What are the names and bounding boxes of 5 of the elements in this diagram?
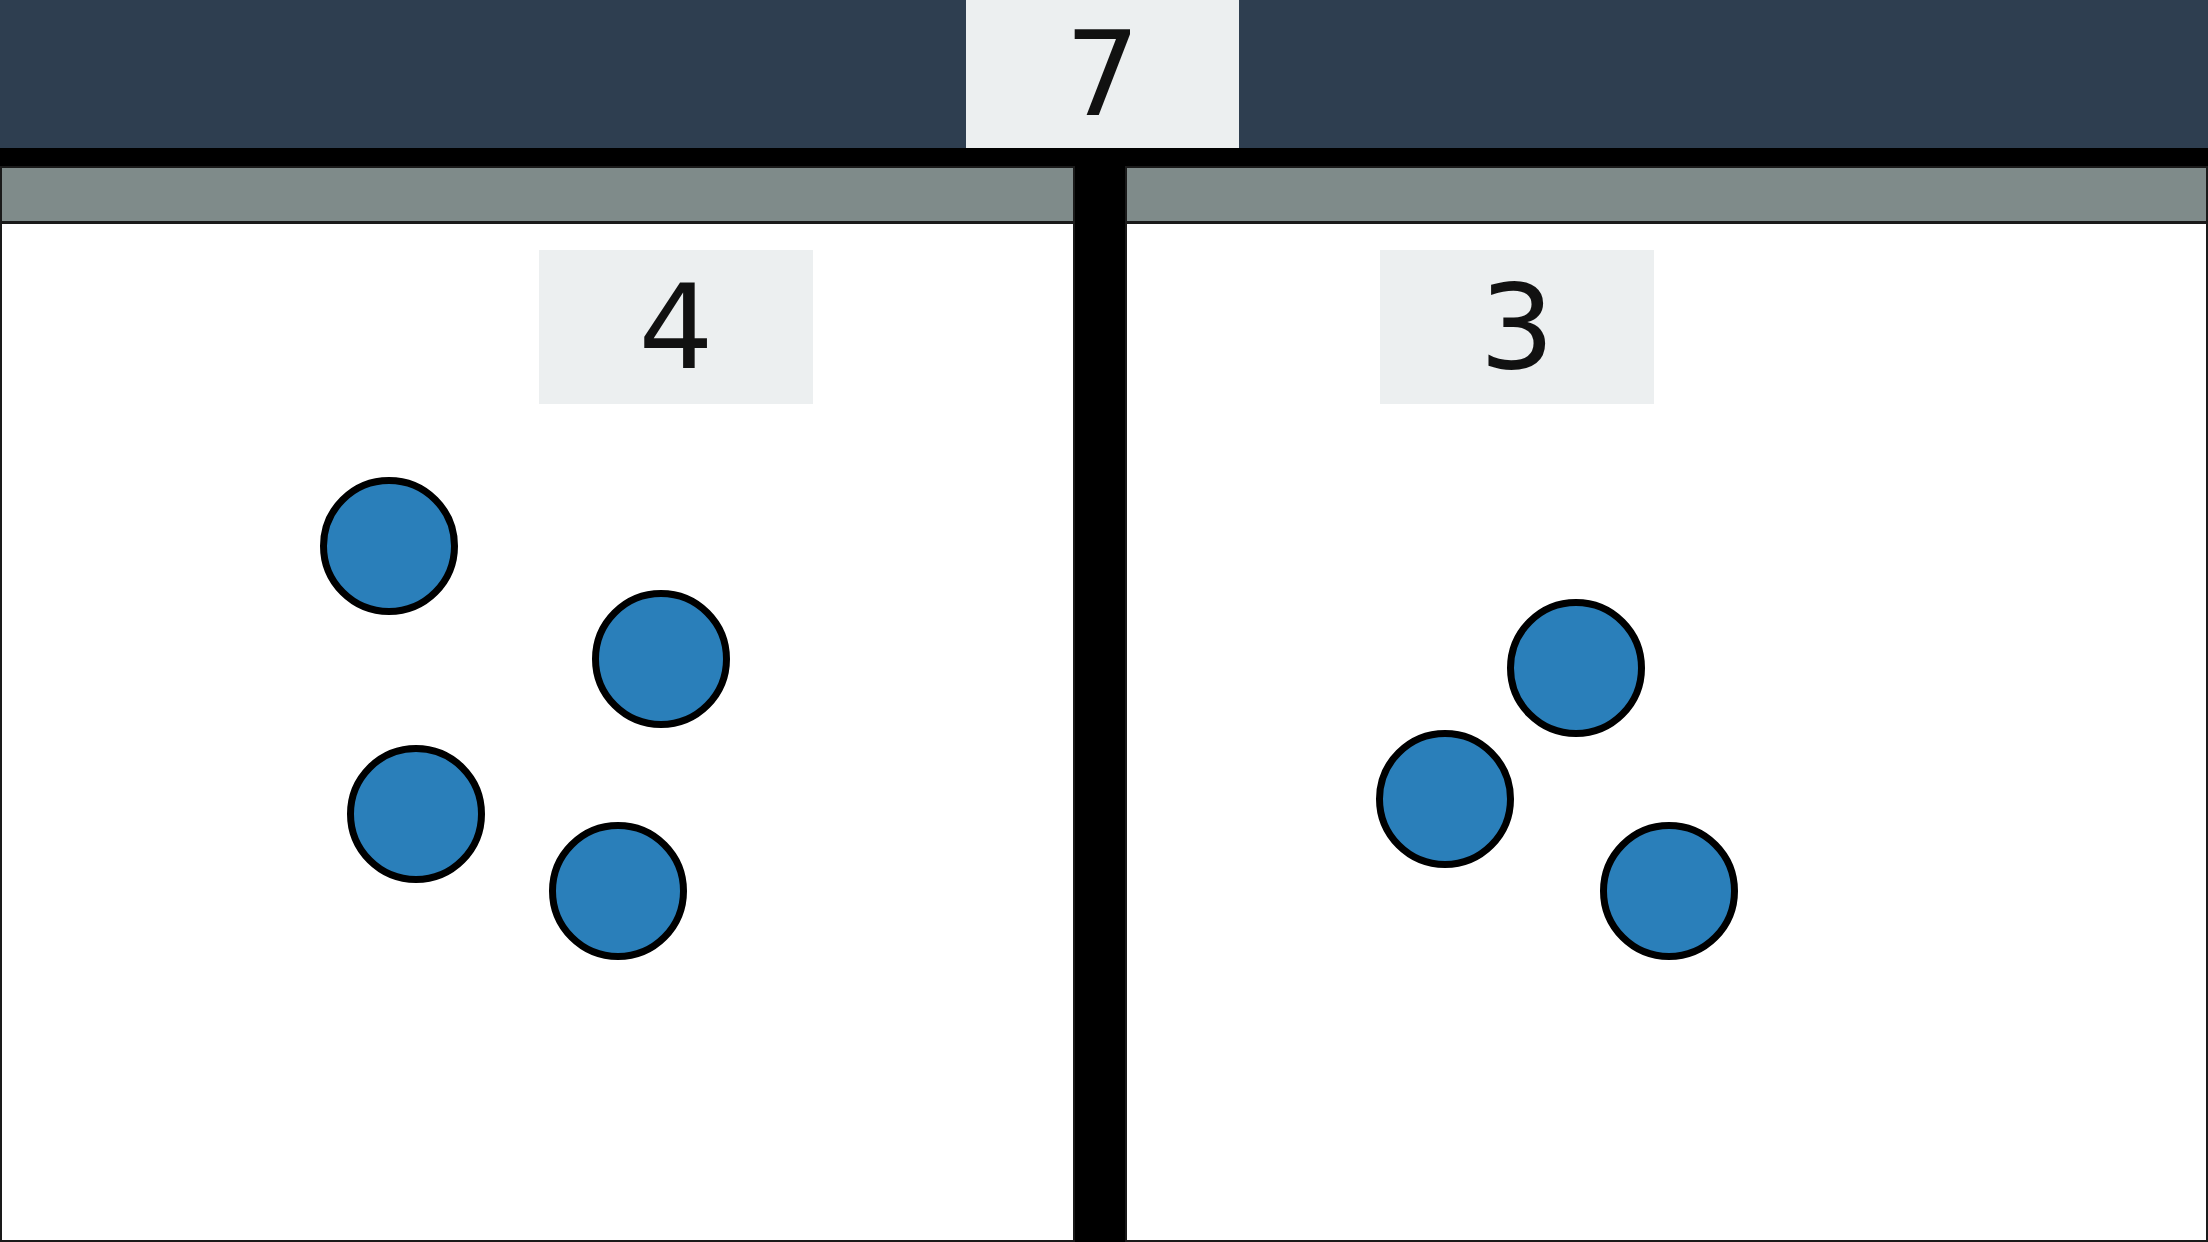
number-card: 3 — [1380, 250, 1654, 404]
panel — [1125, 166, 2208, 1242]
number-card: 7 — [966, 0, 1239, 148]
number-card: 4 — [539, 250, 813, 404]
panel — [0, 166, 1075, 1242]
